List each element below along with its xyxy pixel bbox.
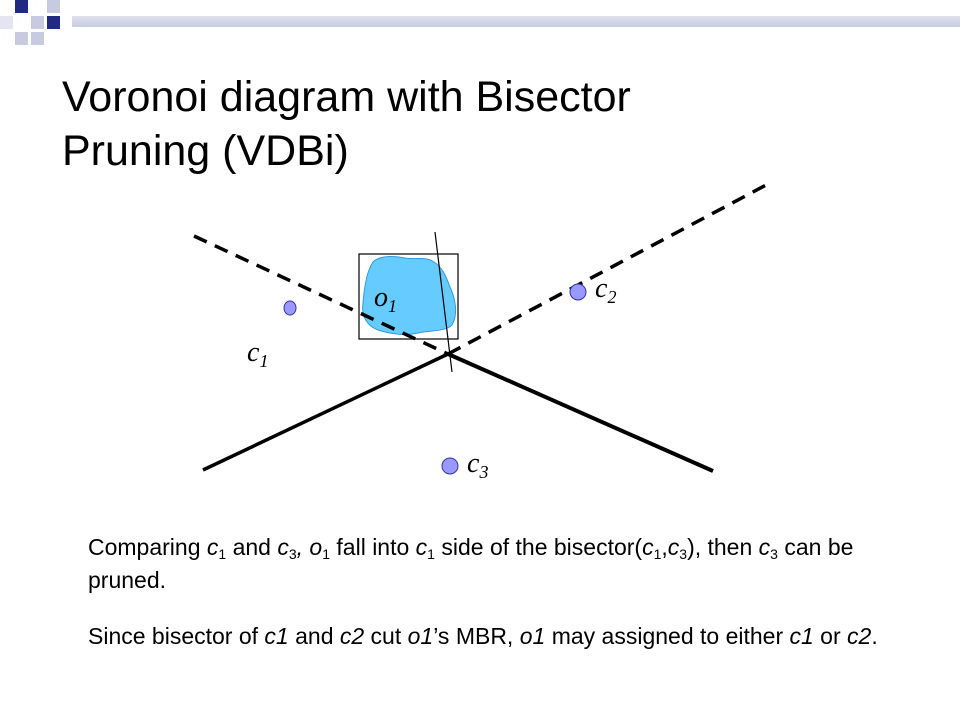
p2-text: Since bisector of [88,623,265,649]
p2-text: may assigned to either [545,623,790,649]
p2-var: c2 [847,623,872,649]
point-c2 [569,283,587,301]
deco-square-light [15,32,28,45]
p2-var: c2 [339,623,365,649]
bisector-c1-c3 [202,352,449,472]
label-c2: c2 [595,273,616,307]
slide-title: Voronoi diagram with Bisector Pruning (V… [62,70,922,178]
p1-sub: 1 [427,546,435,562]
p2-text: cut [364,623,408,649]
mbr-cut-line [434,231,453,373]
p1-text: fall into [330,534,416,560]
label-c3: c3 [467,448,488,482]
p1-text: , [296,534,310,560]
p1-text: ), then [687,534,759,560]
label-c1: c1 [247,337,268,371]
p1-var: o [309,534,323,560]
p2-text: or [813,623,848,649]
label-c1-sub: 1 [259,351,268,371]
p2-text: . [871,623,878,649]
p1-var: c [415,534,428,560]
p1-text: and [226,534,278,560]
p1-text: Comparing [88,534,207,560]
o1-mbr [358,253,459,340]
label-o1-sub: 1 [388,296,397,316]
p1-sub: 1 [653,546,662,562]
deco-square-light [31,32,44,45]
label-c1-base: c [247,337,260,368]
point-c1 [283,300,297,316]
label-c3-base: c [467,448,480,479]
p1-sub: 1 [322,546,331,562]
label-o1: o1 [374,282,397,316]
p1-sub: 1 [218,546,227,562]
title-rule [72,16,960,27]
p1-text: , [661,534,668,560]
p1-text: can be pruned. [88,534,854,593]
deco-square-light [0,16,13,29]
p2-var: o1 [407,623,434,649]
p2-var: c1 [789,623,814,649]
label-c3-sub: 3 [478,462,488,482]
label-c2-base: c [595,273,608,304]
explanation-paragraph-1: Comparing c1 and c3, o1 fall into c1 sid… [88,531,918,597]
p1-sub: 3 [288,546,297,562]
p1-var: c [206,534,219,560]
point-c3 [441,457,459,475]
p1-text: side of the bisector( [434,534,643,560]
p2-var: o1 [519,623,546,649]
bisector-c2-c3 [447,352,714,473]
deco-square-light [47,0,60,13]
explanation-paragraph-2: Since bisector of c1 and c2 cut o1’s MBR… [88,620,918,653]
p1-var: c [667,534,680,560]
p2-text: and [288,623,340,649]
bisector-c1-c2-left [193,234,449,356]
deco-square-dark [15,0,28,13]
deco-square-dark [47,16,60,29]
label-c2-sub: 2 [607,287,616,307]
p2-text: ’s MBR, [433,623,520,649]
p1-var: c [277,534,289,560]
p1-var: c [642,534,654,560]
p2-var: c1 [264,623,289,649]
p1-sub: 3 [770,546,778,562]
title-line-1: Voronoi diagram with Bisector [62,73,631,121]
bisector-c1-c2-right [447,182,769,356]
deco-square-light [31,16,44,29]
title-line-2: Pruning (VDBi) [62,127,349,175]
p1-var: c [758,534,771,560]
p1-sub: 3 [679,546,688,562]
label-o1-base: o [374,282,388,313]
